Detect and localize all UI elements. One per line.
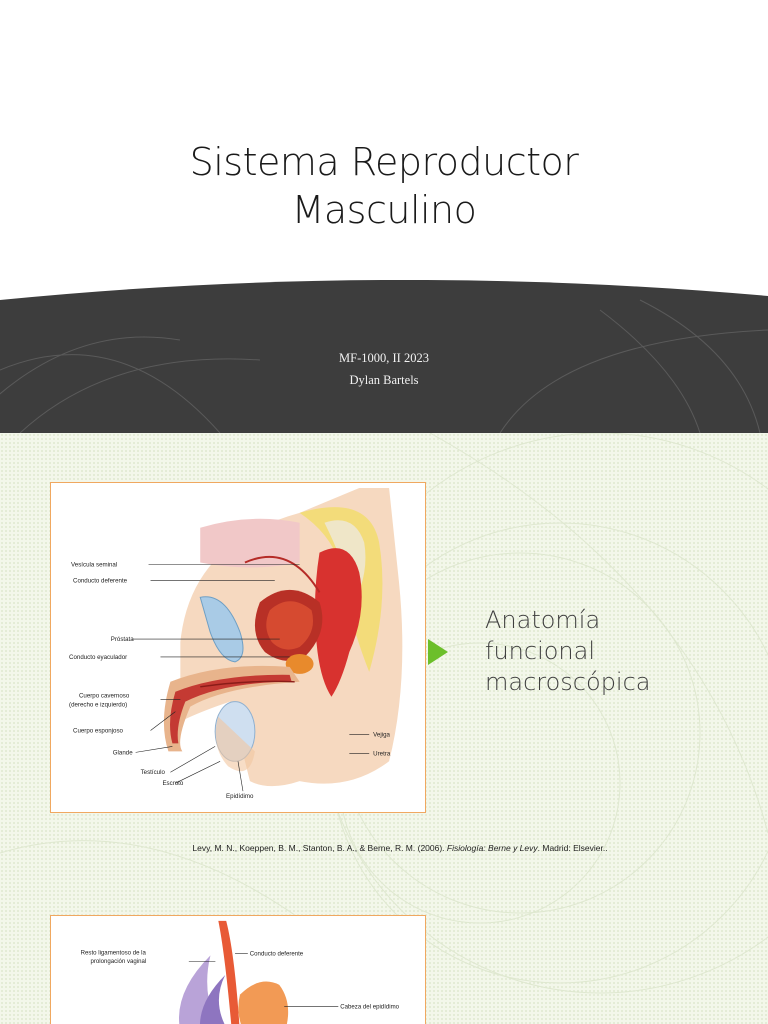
label-resto-ligamentoso: Resto ligamentoso de la <box>81 949 147 956</box>
label-vejiga: Vejiga <box>373 731 390 738</box>
section-title: Anatomía funcional macroscópica <box>485 605 651 698</box>
label-conducto-eyaculador: Conducto eyaculador <box>69 654 127 661</box>
citation-book-title: Fisiología: Berne y Levy <box>446 843 538 853</box>
citation: Levy, M. N., Koeppen, B. M., Stanton, B.… <box>0 843 768 853</box>
anatomy-slide: Vesícula seminal Conducto deferente Prós… <box>0 433 768 1024</box>
subtitle-band <box>0 280 768 433</box>
citation-publisher: . Madrid: Elsevier.. <box>537 843 608 853</box>
label-testiculo: Testículo <box>141 769 166 776</box>
section-title-line-1: Anatomía <box>485 606 601 634</box>
title-line-1: Sistema Reproductor <box>189 140 579 184</box>
label-prolongacion-vaginal: prolongación vaginal <box>91 958 147 965</box>
label-cuerpo-cavernoso: Cuerpo cavernoso <box>79 693 130 700</box>
author-name: Dylan Bartels <box>349 373 419 387</box>
anatomy-figure: Vesícula seminal Conducto deferente Prós… <box>50 482 426 813</box>
bullet-arrow-icon <box>428 639 448 665</box>
label-cuerpo-esponjoso: Cuerpo esponjoso <box>73 727 124 734</box>
label-conducto-deferente: Conducto deferente <box>73 577 128 584</box>
label-epididimo: Epidídimo <box>226 793 254 800</box>
section-title-line-3: macroscópica <box>485 668 651 696</box>
title-slide: Sistema Reproductor Masculino MF-1000, I… <box>0 0 768 433</box>
label-prostata: Próstata <box>111 636 135 643</box>
label-vesicula-seminal: Vesícula seminal <box>71 561 117 568</box>
citation-authors: Levy, M. N., Koeppen, B. M., Stanton, B.… <box>192 843 447 853</box>
reproductive-system-illustration: Vesícula seminal Conducto deferente Prós… <box>69 487 403 800</box>
label-glande: Glande <box>113 749 133 756</box>
testis-illustration: Resto ligamentoso de la prolongación vag… <box>81 920 400 1024</box>
title-line-2: Masculino <box>291 188 477 232</box>
anatomy-figure-2: Resto ligamentoso de la prolongación vag… <box>50 915 426 1024</box>
label-uretra: Uretra <box>373 750 391 757</box>
label-cabeza-epididimo: Cabeza del epidídimo <box>340 1003 399 1010</box>
subtitle: MF-1000, II 2023 Dylan Bartels <box>0 347 768 391</box>
label-cuerpo-cavernoso-detail: (derecho e izquierdo) <box>69 702 127 709</box>
section-title-line-2: funcional <box>485 637 596 665</box>
course-code: MF-1000, II 2023 <box>339 351 429 365</box>
label-conducto-deferente-2: Conducto deferente <box>250 950 304 957</box>
label-escroto: Escroto <box>162 780 183 787</box>
slide-title: Sistema Reproductor Masculino <box>0 138 768 234</box>
